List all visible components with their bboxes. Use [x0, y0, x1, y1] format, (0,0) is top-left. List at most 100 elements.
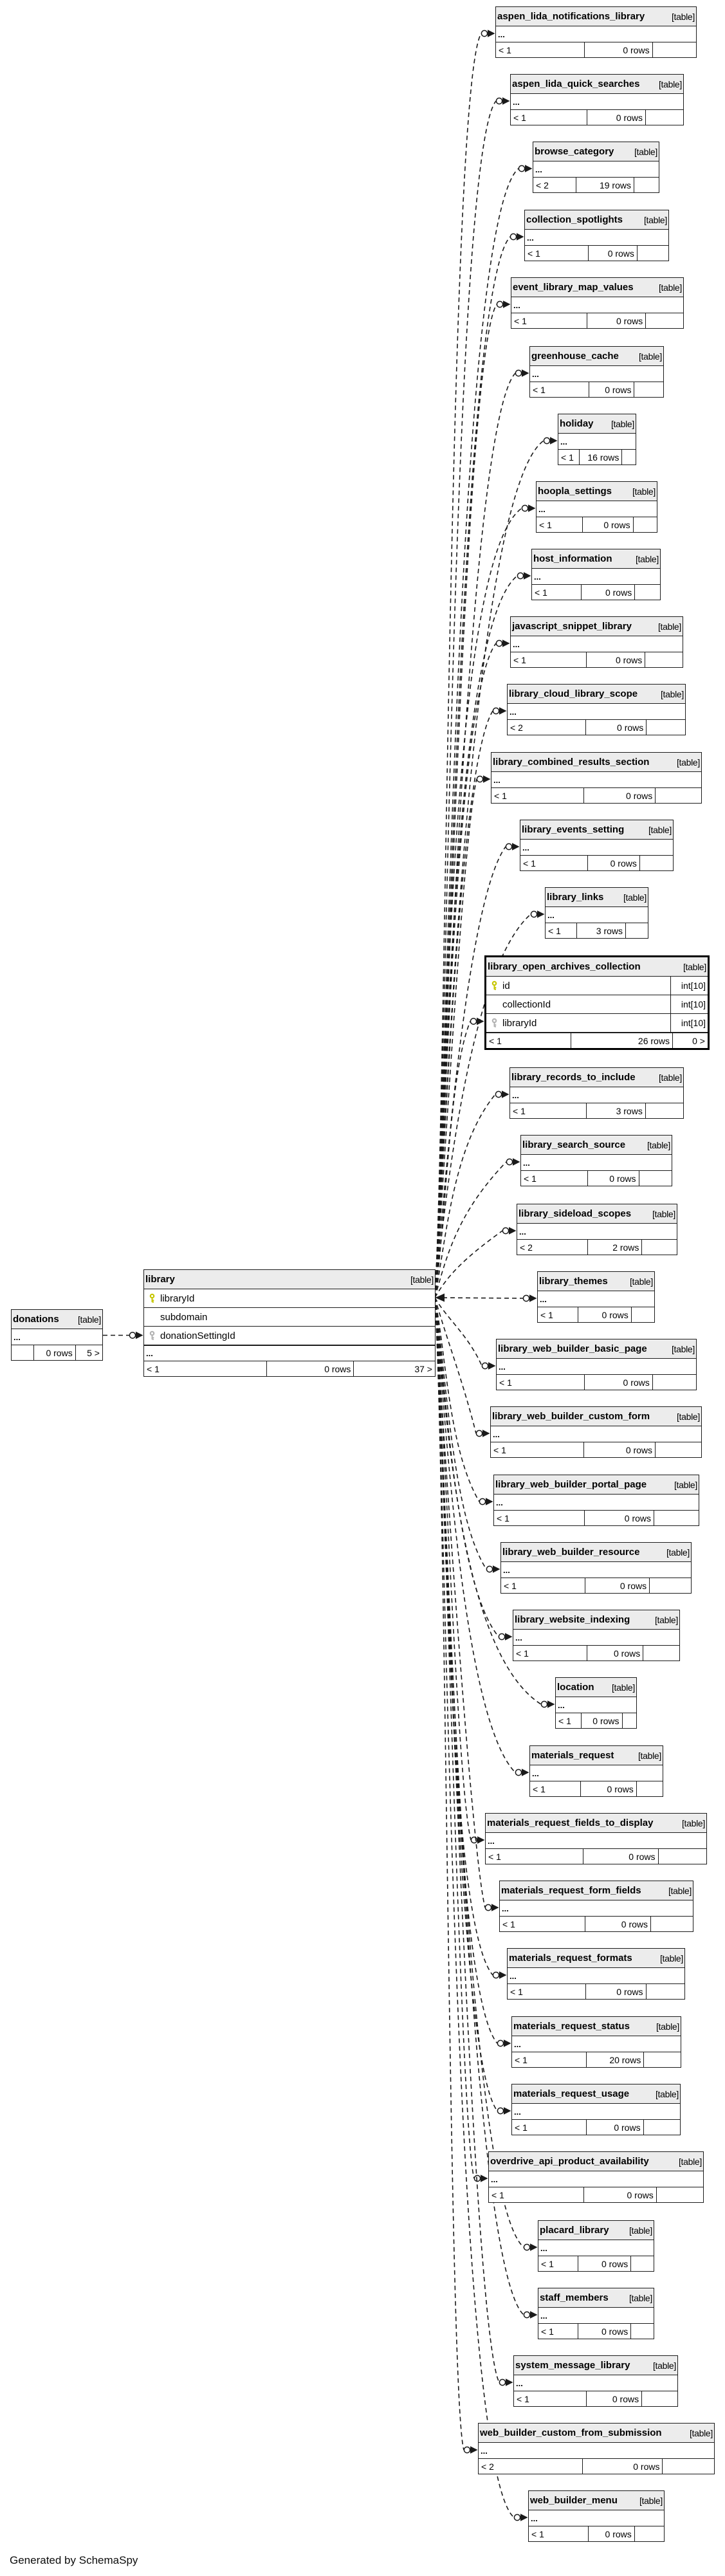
table-node-library_open_archives_collection[interactable]: library_open_archives_collection[table]i…	[484, 955, 710, 1050]
edge-library-to-system_message_library	[434, 1297, 500, 2383]
elided-columns: ...	[538, 504, 546, 514]
table-header: web_builder_custom_from_submission[table…	[479, 2424, 714, 2443]
table-node-aspen_lida_notifications_library[interactable]: aspen_lida_notifications_library[table].…	[495, 6, 697, 58]
overdrive_api_product_availability-crowfoot-arrow-icon	[481, 2175, 488, 2182]
web_builder_menu-zero-circle-icon	[513, 2514, 521, 2521]
library_web_builder_resource-crowfoot-arrow-icon	[493, 1565, 500, 1573]
footer-parent-count: < 1	[533, 1783, 546, 1794]
table-type-suffix: [table]	[689, 2427, 713, 2438]
table-name: library	[145, 1274, 175, 1285]
table-node-overdrive_api_product_availability[interactable]: overdrive_api_product_availability[table…	[488, 2151, 704, 2203]
footer-row-count: 0 rows	[587, 313, 645, 328]
footer-children-count	[641, 1240, 677, 1255]
footer-children-count: 5 >	[75, 1345, 102, 1360]
footer-parent-count: < 1	[499, 44, 511, 55]
footer-parent-count: < 1	[494, 790, 507, 801]
footer-children-count	[636, 1781, 663, 1796]
table-type-suffix: [table]	[671, 11, 695, 22]
table-header: library_web_builder_basic_page[table]	[497, 1339, 696, 1359]
footer-row-count: 0 rows	[586, 1646, 643, 1661]
library_search_source-crowfoot-arrow-icon	[513, 1158, 520, 1166]
column-name: collectionId	[502, 998, 551, 1010]
table-name: system_message_library	[515, 2360, 630, 2371]
footer-parent-count: < 1	[515, 2122, 528, 2133]
table-header: materials_request_status[table]	[512, 2017, 681, 2036]
table-header: library_search_source[table]	[521, 1136, 672, 1155]
table-header: staff_members[table]	[538, 2288, 654, 2308]
edge-library-to-library_web_builder_resource	[434, 1297, 487, 1570]
footer-parent-count: < 1	[489, 1035, 502, 1046]
table-node-materials_request_fields_to_display[interactable]: materials_request_fields_to_display[tabl…	[485, 1813, 707, 1864]
library_themes-zero-circle-icon	[522, 1294, 530, 1302]
materials_request_fields_to_display-crowfoot-arrow-icon	[477, 1836, 485, 1844]
edge-library-to-javascript_snippet_library	[434, 643, 497, 1298]
elided-columns: ...	[498, 29, 505, 39]
table-header: library_web_builder_portal_page[table]	[494, 1475, 699, 1495]
table-node-library_web_builder_custom_form[interactable]: library_web_builder_custom_form[table]..…	[490, 1406, 702, 1458]
footer-children-count	[638, 1171, 672, 1186]
table-node-library_web_builder_basic_page[interactable]: library_web_builder_basic_page[table]...…	[496, 1339, 697, 1390]
footer-row-count: 0 rows	[577, 1307, 631, 1322]
column-name: id	[502, 980, 510, 991]
table-node-materials_request_form_fields[interactable]: materials_request_form_fields[table]...<…	[499, 1881, 693, 1932]
table-node-library_web_builder_portal_page[interactable]: library_web_builder_portal_page[table]..…	[493, 1475, 699, 1526]
column-name: libraryId	[502, 1017, 537, 1029]
table-name: library_open_archives_collection	[488, 961, 641, 972]
library_combined_results_section-zero-circle-icon	[476, 775, 484, 783]
footer-row-count: 0 rows	[583, 42, 652, 57]
footer-children-count	[645, 1984, 685, 1999]
elided-columns: ...	[531, 2513, 538, 2523]
table-node-library_cloud_library_scope[interactable]: library_cloud_library_scope[table]...< 2…	[507, 684, 686, 735]
event_library_map_values-crowfoot-arrow-icon	[503, 300, 511, 308]
table-name: staff_members	[540, 2292, 609, 2303]
table-node-library_web_builder_resource[interactable]: library_web_builder_resource[table]...< …	[500, 1542, 692, 1594]
table-name: library_sideload_scopes	[519, 1208, 632, 1219]
footer-parent-count: < 2	[510, 722, 523, 733]
edge-library-to-library_combined_results_section	[434, 778, 477, 1298]
footer-parent-count: < 1	[528, 248, 540, 259]
table-node-library_combined_results_section[interactable]: library_combined_results_section[table].…	[491, 752, 702, 804]
materials_request_usage-zero-circle-icon	[497, 2107, 504, 2115]
table-header: library_records_to_include[table]	[510, 1068, 683, 1087]
table-type-suffix: [table]	[648, 824, 672, 835]
table-node-web_builder_custom_from_submission[interactable]: web_builder_custom_from_submission[table…	[478, 2423, 715, 2474]
column-type: int[10]	[670, 977, 708, 995]
table-type-suffix: [table]	[639, 2495, 663, 2506]
footer-row-count: 3 rows	[576, 923, 625, 938]
footer-children-count	[643, 1646, 679, 1661]
table-type-suffix: [table]	[656, 2021, 679, 2032]
table-type-suffix: [table]	[634, 146, 657, 157]
